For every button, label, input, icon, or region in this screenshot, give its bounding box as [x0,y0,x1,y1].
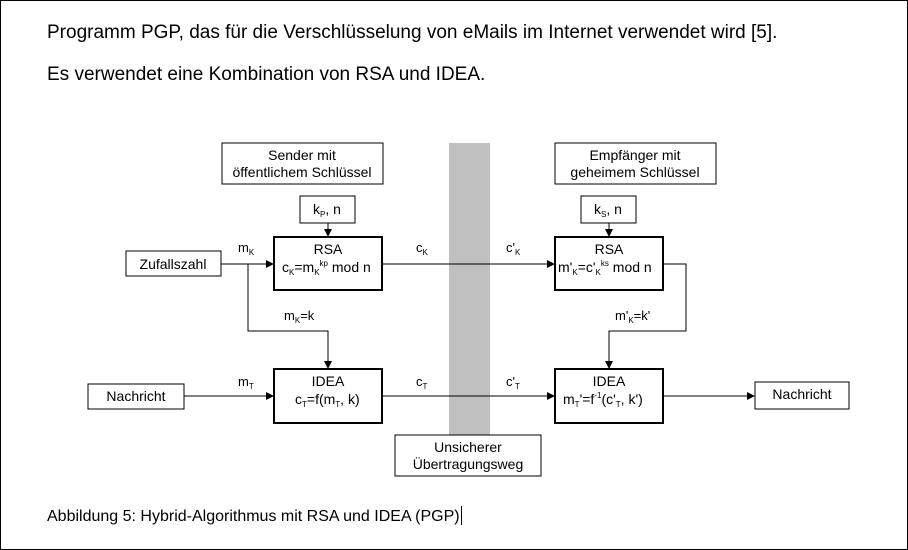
label-ct: cT [416,374,428,391]
public-key-label: kP, n [313,201,341,219]
label-mk: mK [238,240,255,257]
idea-encrypt-box [273,368,383,424]
label-mt: mT [238,374,254,391]
nachricht-output-box [754,381,850,410]
rsa-encrypt-title: RSA [314,241,343,257]
nachricht-output-label: Nachricht [772,386,831,402]
insecure-channel-band [449,143,490,435]
idea-decrypt-formula: mT'=f-1(c'T, k') [563,391,643,409]
zufallszahl-label: Zufallszahl [140,256,207,272]
channel-box [394,434,542,477]
rsa-decrypt-title: RSA [595,241,624,257]
idea-encrypt-formula: cT=f(mT, k) [295,391,360,409]
arrow-rsa-to-idea-right [605,263,687,369]
channel-box-line-2: Übertragungsweg [413,455,524,472]
zufallszahl-box [125,250,222,277]
label-ck-prime: c'K [506,240,521,257]
intro-line-1: Programm PGP, das für die Verschlüsselun… [47,22,778,43]
channel-box-line-1: Unsicherer [434,439,502,455]
sender-box [221,142,384,185]
receiver-box [554,142,717,185]
sender-box-line-1: Sender mit [268,147,336,163]
label-ct-prime: c'T [506,374,520,391]
idea-decrypt-title: IDEA [593,373,626,389]
intro-line-2: Es verwendet eine Kombination von RSA un… [47,64,486,85]
figure-caption: Abbildung 5: Hybrid-Algorithmus mit RSA … [47,506,462,526]
arrow-mk-to-idea [247,264,332,369]
receiver-box-line-2: geheimem Schlüssel [570,164,699,180]
label-mk-prime-equals-k-prime: m'K=k' [615,308,650,325]
text-cursor [460,506,462,525]
idea-encrypt-title: IDEA [312,373,345,389]
figure-caption-text: Abbildung 5: Hybrid-Algorithmus mit RSA … [47,508,460,525]
label-mk-equals-k: mK=k [284,308,315,325]
label-ck: cK [416,240,429,257]
rsa-encrypt-box [273,236,383,291]
secret-key-label: kS, n [594,201,622,219]
rsa-decrypt-box [554,236,664,291]
nachricht-input-label: Nachricht [106,388,165,404]
receiver-box-line-1: Empfänger mit [589,147,680,163]
sender-box-line-2: öffentlichem Schlüssel [232,164,371,180]
